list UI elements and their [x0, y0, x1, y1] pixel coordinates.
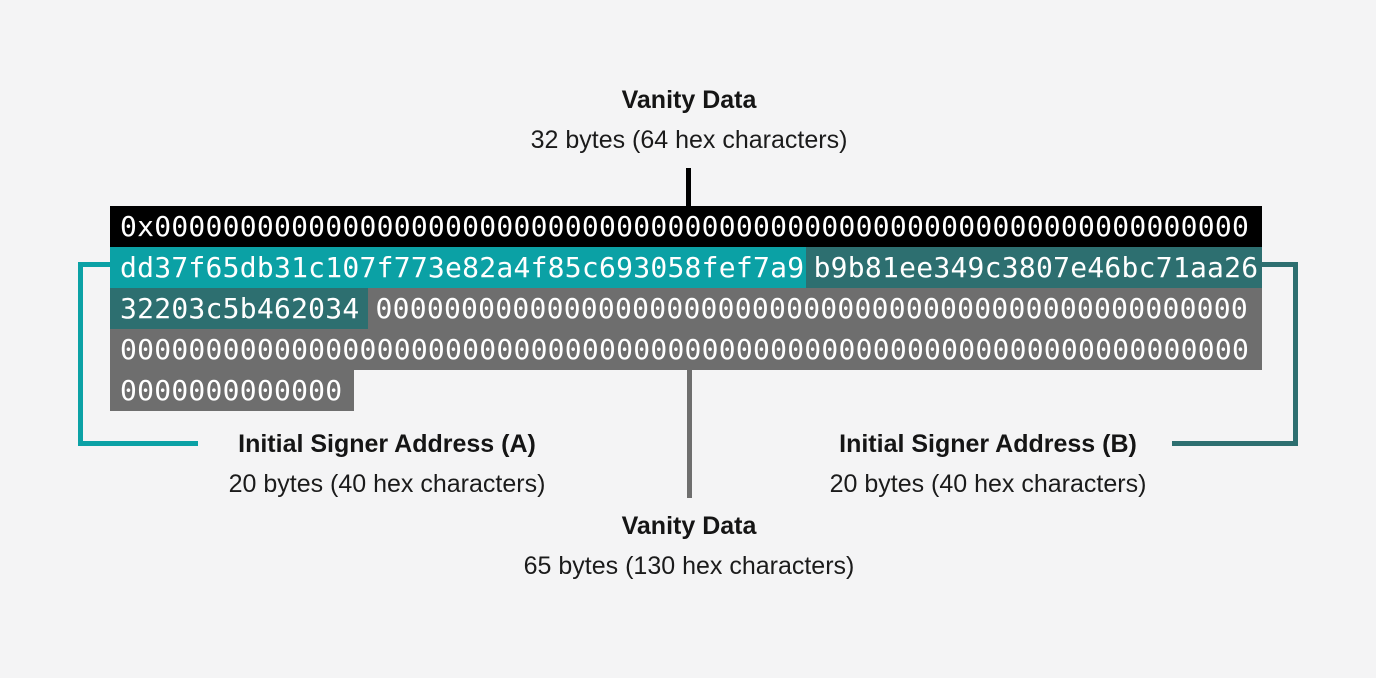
- signer-b-label: Initial Signer Address (B) 20 bytes (40 …: [830, 429, 1147, 499]
- bottom-connector-line: [687, 370, 692, 498]
- bottom-vanity-title: Vanity Data: [621, 512, 757, 540]
- signer-b-subtitle: 20 bytes (40 hex characters): [829, 470, 1147, 498]
- top-vanity-label: Vanity Data 32 bytes (64 hex characters): [531, 85, 848, 155]
- hex-row-1: 0x00000000000000000000000000000000000000…: [110, 206, 1262, 247]
- bottom-vanity-label: Vanity Data 65 bytes (130 hex characters…: [524, 511, 855, 581]
- signer-b-bracket-top: [1262, 262, 1298, 267]
- hex-seg-signer-a: dd37f65db31c107f773e82a4f85c693058fef7a9: [110, 247, 806, 288]
- hex-row-3: 32203c5b462034 0000000000000000000000000…: [110, 288, 1262, 329]
- signer-b-title: Initial Signer Address (B): [839, 430, 1137, 458]
- top-vanity-title: Vanity Data: [621, 86, 757, 114]
- bottom-vanity-subtitle: 65 bytes (130 hex characters): [523, 552, 855, 580]
- signer-a-label: Initial Signer Address (A) 20 bytes (40 …: [229, 429, 546, 499]
- signer-a-bracket-bottom: [78, 441, 198, 446]
- hex-row-2: dd37f65db31c107f773e82a4f85c693058fef7a9…: [110, 247, 1262, 288]
- signer-a-title: Initial Signer Address (A): [238, 430, 536, 458]
- top-vanity-subtitle: 32 bytes (64 hex characters): [530, 126, 848, 154]
- hex-seg-signer-b-part1: b9b81ee349c3807e46bc71aa26: [805, 247, 1262, 288]
- hex-row-5: 0000000000000: [110, 370, 1262, 411]
- signer-a-subtitle: 20 bytes (40 hex characters): [228, 470, 546, 498]
- hex-seg-vanity-zeros-3: 0000000000000: [110, 370, 355, 411]
- hex-seg-prefix-vanity: 0x00000000000000000000000000000000000000…: [110, 206, 1262, 247]
- signer-b-bracket-side: [1293, 262, 1298, 446]
- hex-data-block: 0x00000000000000000000000000000000000000…: [110, 206, 1262, 411]
- signer-a-bracket-side: [78, 262, 83, 446]
- top-connector-line: [686, 168, 691, 206]
- hex-seg-vanity-zeros-1: 0000000000000000000000000000000000000000…: [367, 288, 1262, 329]
- hex-seg-vanity-zeros-2: 0000000000000000000000000000000000000000…: [110, 329, 1262, 370]
- hex-row-4: 0000000000000000000000000000000000000000…: [110, 329, 1262, 370]
- hex-seg-signer-b-part2: 32203c5b462034: [110, 288, 368, 329]
- signer-b-bracket-bottom: [1172, 441, 1298, 446]
- signer-a-bracket-top: [78, 262, 110, 267]
